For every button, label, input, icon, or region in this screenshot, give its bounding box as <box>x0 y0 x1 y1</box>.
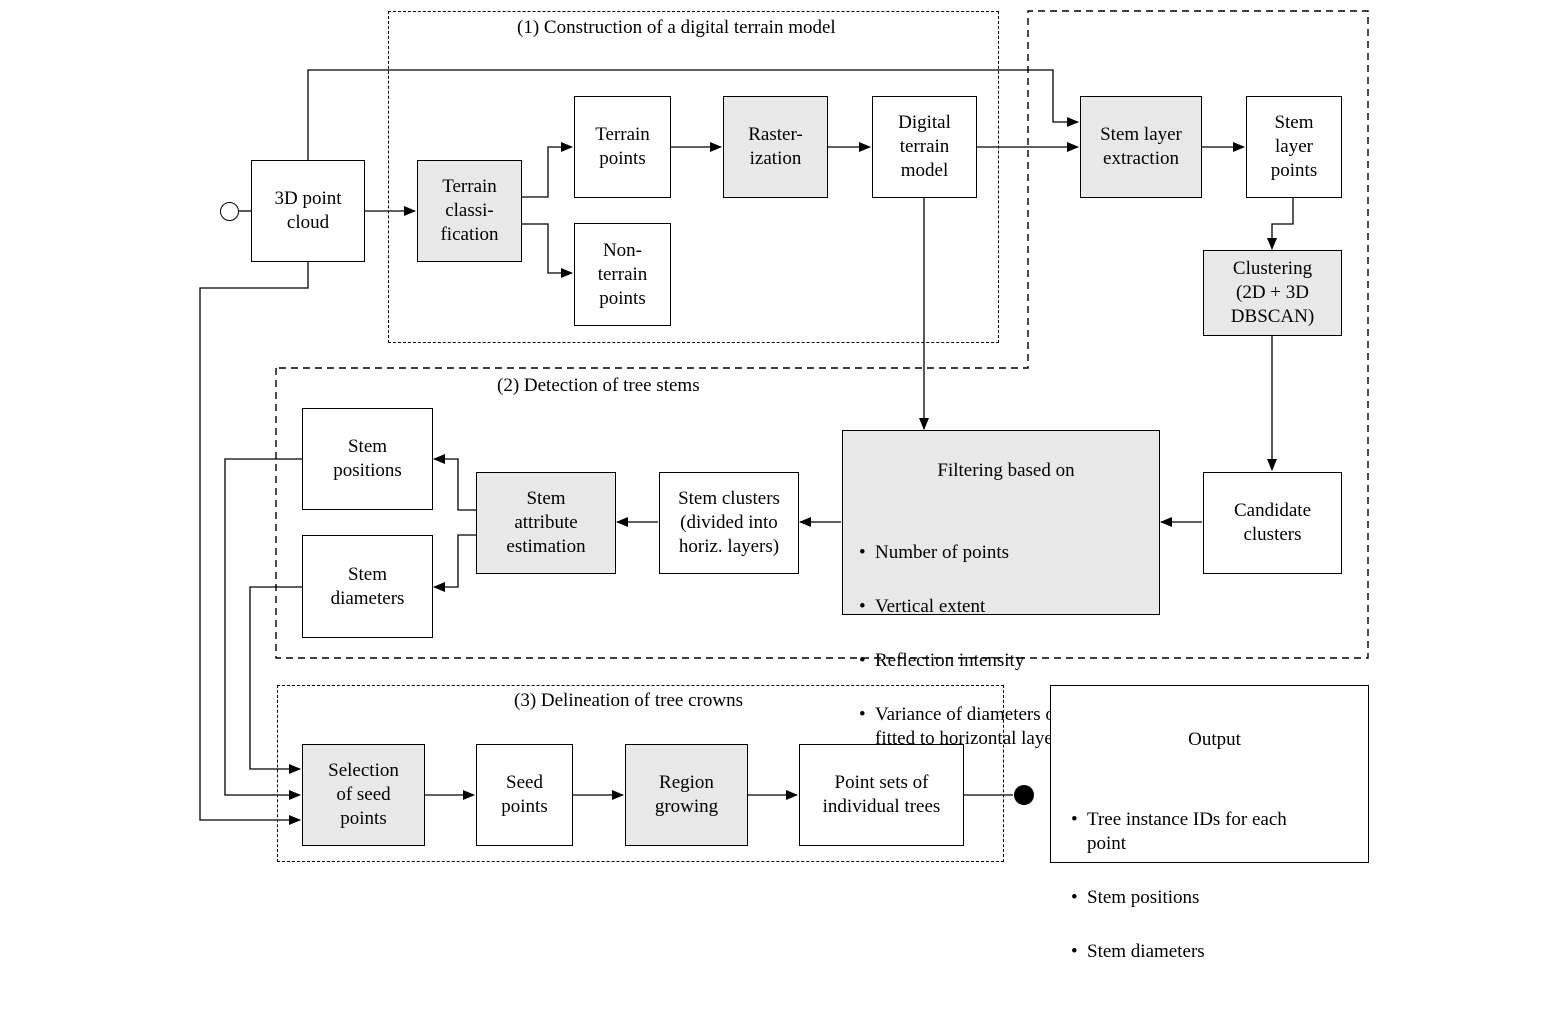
edge-classification-to-terrain-points <box>521 142 573 198</box>
filtering-criterion: Reflection intensity <box>859 649 1153 673</box>
output-item: Tree instance IDs for each point <box>1071 808 1317 856</box>
node-filtering: Filtering based on Number of points Vert… <box>842 430 1160 749</box>
output-box: Output Tree instance IDs for each point … <box>1050 685 1369 964</box>
edge-point-cloud-to-stem-layer-extraction <box>307 69 1079 160</box>
region-stems-title: (2) Detection of tree stems <box>497 375 700 396</box>
output-item: Stem diameters <box>1071 940 1358 964</box>
region-stem-detection-outline <box>275 10 1369 659</box>
filtering-title: Filtering based on <box>937 460 1075 481</box>
node-stem-layer-extraction: Stem layer extraction <box>1080 96 1202 198</box>
filtering-criteria-list: Number of points Vertical extent Reflect… <box>859 517 1153 781</box>
node-candidate-clusters: Candidate clusters <box>1203 472 1342 574</box>
end-terminal <box>1014 785 1034 805</box>
edge-stem-positions-to-seed-selection <box>224 458 302 800</box>
node-region-growing: Region growing <box>625 744 748 846</box>
node-point-sets: Point sets of individual trees <box>799 744 964 846</box>
region-stem-detection <box>275 10 1369 659</box>
node-digital-terrain-model: Digital terrain model <box>872 96 977 198</box>
region-crowns-title: (3) Delineation of tree crowns <box>514 690 743 711</box>
edge-stem-layer-points-to-clustering <box>1267 198 1294 250</box>
region-dtm-title: (1) Construction of a digital terrain mo… <box>517 17 836 38</box>
filtering-criterion: Number of points <box>859 541 1153 565</box>
filtering-criterion: Vertical extent <box>859 595 1153 619</box>
start-terminal <box>220 202 239 221</box>
connector-layer <box>199 69 1294 825</box>
node-non-terrain-points: Non- terrain points <box>574 223 671 326</box>
output-list: Tree instance IDs for each point Stem po… <box>1071 784 1358 994</box>
edge-point-cloud-to-seed-selection <box>199 262 309 825</box>
edge-attribute-estimation-to-stem-positions <box>433 454 476 511</box>
node-terrain-points: Terrain points <box>574 96 671 198</box>
region-crown-delineation <box>277 685 1004 862</box>
node-stem-clusters: Stem clusters (divided into horiz. layer… <box>659 472 799 574</box>
edge-attribute-estimation-to-stem-diameters <box>433 534 476 592</box>
node-seed-selection: Selection of seed points <box>302 744 425 846</box>
node-stem-attribute-estimation: Stem attribute estimation <box>476 472 616 574</box>
node-rasterization: Raster- ization <box>723 96 828 198</box>
node-stem-diameters: Stem diameters <box>302 535 433 638</box>
pipeline-diagram: (1) Construction of a digital terrain mo… <box>0 0 1567 890</box>
node-stem-layer-points: Stem layer points <box>1246 96 1342 198</box>
output-title: Output <box>1188 729 1241 750</box>
node-clustering: Clustering (2D + 3D DBSCAN) <box>1203 250 1342 336</box>
node-stem-positions: Stem positions <box>302 408 433 510</box>
node-terrain-classification: Terrain classi- fication <box>417 160 522 262</box>
node-point-cloud: 3D point cloud <box>251 160 365 262</box>
edge-classification-to-non-terrain-points <box>521 223 573 278</box>
region-dtm <box>388 11 999 343</box>
node-seed-points: Seed points <box>476 744 573 846</box>
